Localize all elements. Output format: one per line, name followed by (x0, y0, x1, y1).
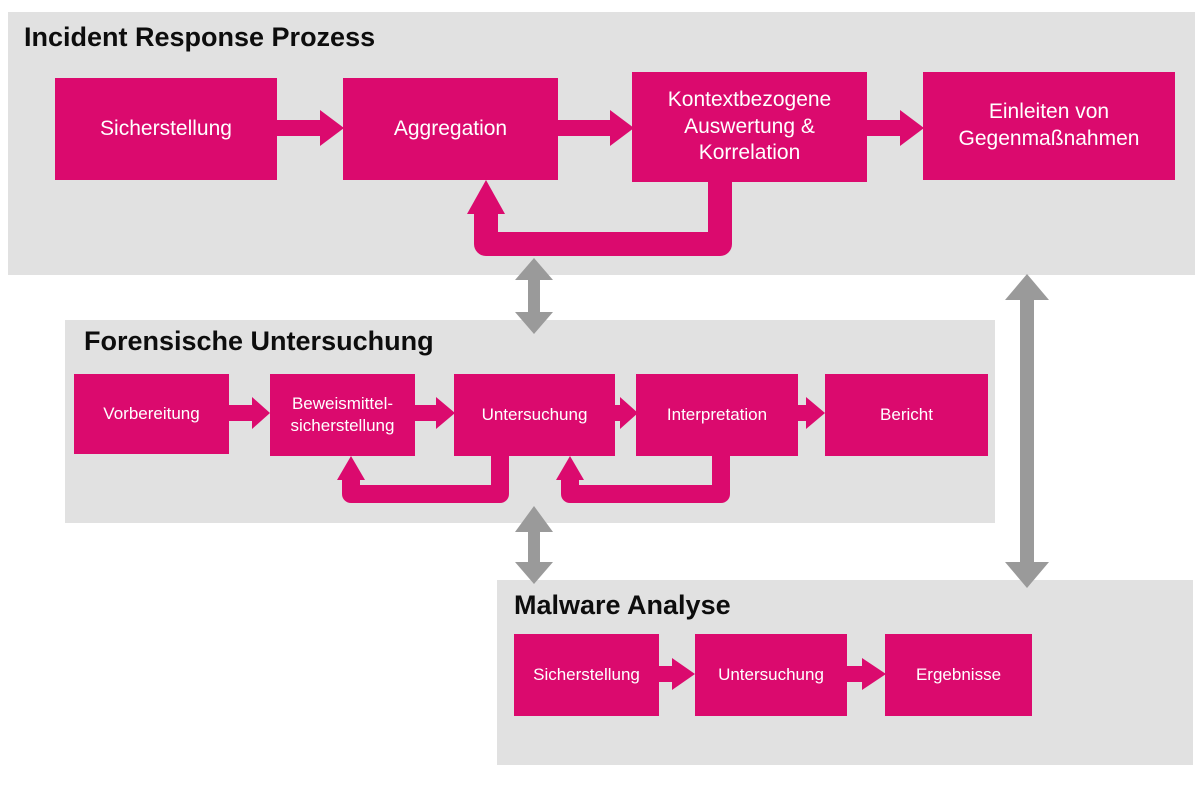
loop-ir (474, 180, 732, 256)
link-ir-malware-bottom (1005, 562, 1049, 588)
loop-fo-1 (342, 456, 509, 503)
link-ir-malware-shaft (1020, 298, 1034, 564)
arrow-fo-3 (614, 397, 638, 429)
arrow-fo-2 (414, 397, 455, 429)
link-ir-forensic-top (515, 258, 553, 280)
ir-step-sicherstellung: Sicherstellung (55, 78, 277, 180)
malware-title: Malware Analyse (514, 590, 731, 620)
arrow-ir-1 (276, 110, 344, 146)
fo-step-bericht: Bericht (825, 374, 988, 456)
forensic-title: Forensische Untersuchung (84, 326, 434, 356)
link-forensic-malware-shaft (528, 530, 540, 564)
arrow-fo-4 (797, 397, 825, 429)
link-ir-forensic-shaft (528, 278, 540, 314)
loop-ir-head (467, 180, 505, 214)
arrow-fo-1 (228, 397, 270, 429)
ma-step-untersuchung: Untersuchung (695, 634, 847, 716)
fo-step-beweismittelsicherstellung: Beweismittel- sicherstellung (270, 374, 415, 456)
incident-response-title: Incident Response Prozess (24, 22, 376, 52)
fo-step-vorbereitung: Vorbereitung (74, 374, 229, 454)
ma-step-sicherstellung: Sicherstellung (514, 634, 659, 716)
fo-step-untersuchung: Untersuchung (454, 374, 615, 456)
arrow-ir-2 (556, 110, 634, 146)
ir-step-auswertung-korrelation: Kontextbezogene Auswertung & Korrelation (632, 72, 867, 182)
link-forensic-malware-top (515, 506, 553, 532)
arrow-ma-2 (846, 658, 886, 690)
link-ir-forensic-bottom (515, 312, 553, 334)
ir-step-gegenmassnahmen: Einleiten von Gegenmaßnahmen (923, 72, 1175, 180)
ir-step-aggregation: Aggregation (343, 78, 558, 180)
link-forensic-malware-bottom (515, 562, 553, 584)
loop-fo-2-head (556, 456, 584, 480)
fo-step-interpretation: Interpretation (636, 374, 798, 456)
loop-fo-2 (561, 456, 730, 503)
loop-fo-1-head (337, 456, 365, 480)
arrow-ma-1 (658, 658, 695, 690)
link-ir-malware-top (1005, 274, 1049, 300)
ma-step-ergebnisse: Ergebnisse (885, 634, 1032, 716)
arrow-ir-3 (866, 110, 924, 146)
